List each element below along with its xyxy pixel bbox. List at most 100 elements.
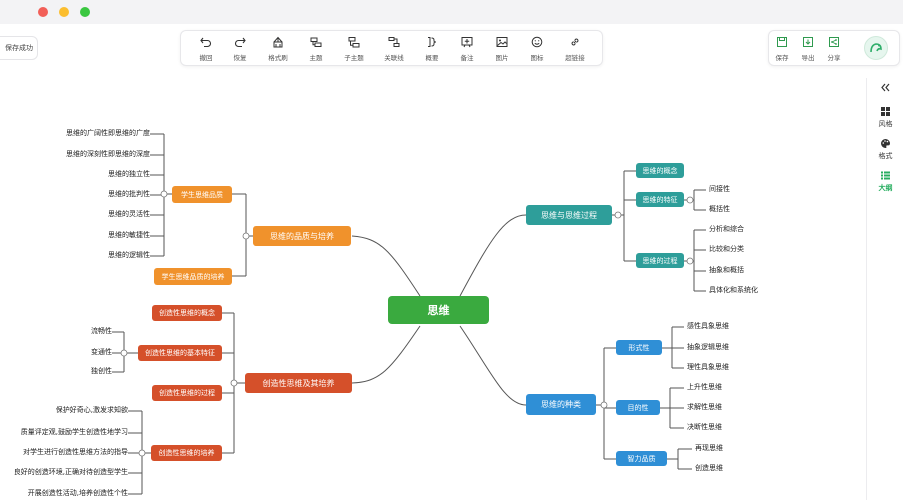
- creative-cultivation-item[interactable]: 良好的创造环境,正确对待创造型学生: [13, 468, 128, 476]
- thinking-concept-node[interactable]: 思维的概念: [636, 163, 684, 178]
- quality-trait-item[interactable]: 思维的广阔性即思维的广度: [66, 129, 150, 137]
- creative-concept-node[interactable]: 创造性思维的概念: [152, 305, 222, 321]
- type-form-node[interactable]: 形式性: [616, 340, 662, 355]
- outline-icon: [881, 171, 890, 180]
- link-button[interactable]: 超链接: [557, 31, 593, 65]
- maximize-window-button[interactable]: [80, 7, 90, 17]
- format-brush-icon: [273, 36, 283, 48]
- export-icon: [803, 37, 813, 47]
- undo-label: 撤回: [199, 54, 213, 62]
- thinking-procedure-item[interactable]: 分析和综合: [709, 225, 744, 233]
- image-icon: [496, 37, 508, 47]
- redo-button[interactable]: 恢复: [222, 31, 258, 65]
- relation-line-icon: [388, 37, 400, 47]
- quality-trait-item[interactable]: 思维的敏捷性: [108, 231, 150, 239]
- type-purpose-node[interactable]: 目的性: [616, 400, 660, 415]
- undo-button[interactable]: 撤回: [188, 31, 224, 65]
- quality-trait-item[interactable]: 思维的灵活性: [108, 210, 150, 218]
- creative-cultivation-item[interactable]: 对学生进行创造性思维方法的指导: [23, 448, 128, 456]
- subtopic-icon: [348, 37, 360, 48]
- sidepanel-item-label: 格式: [878, 152, 893, 160]
- thinking-procedure-item[interactable]: 比较和分类: [709, 245, 744, 253]
- mindmap-root-node[interactable]: 思维: [388, 296, 489, 324]
- collapse-panel-button[interactable]: [867, 82, 903, 96]
- creative-cultivation-item[interactable]: 开展创造性活动,培养创造性个性: [27, 489, 128, 497]
- quality-trait-item[interactable]: 思维的深刻性即思维的深度: [66, 150, 150, 158]
- thinking-features-node[interactable]: 思维的特征: [636, 192, 684, 207]
- subtopic-button[interactable]: 子主题: [336, 31, 372, 65]
- avatar-icon: [870, 43, 882, 53]
- thinking-feature-item[interactable]: 间接性: [709, 185, 730, 193]
- close-window-button[interactable]: [38, 7, 48, 17]
- quality-trait-item[interactable]: 思维的逻辑性: [108, 251, 150, 259]
- editor-toolbar: 撤回 恢复 格式刷 主题 子主题 关联线 概要 备注 图片 图标 超链接: [180, 30, 603, 66]
- type-intelligence-item[interactable]: 创造思维: [695, 464, 723, 472]
- type-form-item[interactable]: 抽象逻辑思维: [687, 343, 729, 351]
- relation-line-button[interactable]: 关联线: [376, 31, 412, 65]
- undo-icon: [200, 37, 211, 48]
- share-icon: [829, 37, 839, 47]
- quality-cultivation-node[interactable]: 学生思维品质的培养: [154, 268, 232, 285]
- image-button[interactable]: 图片: [484, 31, 520, 65]
- summary-label: 概要: [425, 54, 439, 62]
- export-button[interactable]: 导出: [795, 31, 821, 65]
- image-label: 图片: [495, 54, 509, 62]
- creative-cultivation-node[interactable]: 创造性思维的培养: [151, 445, 222, 461]
- sidepanel-item-label: 风格: [878, 120, 893, 128]
- thinking-procedure-item[interactable]: 具体化和系统化: [709, 286, 758, 294]
- share-label: 分享: [827, 54, 841, 62]
- topic-button[interactable]: 主题: [298, 31, 334, 65]
- type-intelligence-item[interactable]: 再现思维: [695, 444, 723, 452]
- save-button[interactable]: 保存: [769, 31, 795, 65]
- sidepanel-item-outline[interactable]: 大纲: [867, 170, 903, 198]
- thinking-procedure-item[interactable]: 抽象和概括: [709, 266, 744, 274]
- type-form-item[interactable]: 理性具象思维: [687, 363, 729, 371]
- creative-process-node[interactable]: 创造性思维的过程: [152, 385, 222, 401]
- type-form-item[interactable]: 感性具象思维: [687, 322, 729, 330]
- mindmap-canvas[interactable]: 思维 思维的品质与培养 学生思维品质 学生思维品质的培养 思维的广阔性即思维的广…: [0, 70, 866, 500]
- redo-icon: [235, 37, 246, 48]
- thinking-feature-item[interactable]: 概括性: [709, 205, 730, 213]
- user-avatar[interactable]: [864, 36, 888, 60]
- mindmap-connectors: [112, 133, 706, 495]
- student-quality-node[interactable]: 学生思维品质: [172, 186, 232, 203]
- sidepanel-item-style[interactable]: 风格: [867, 106, 903, 134]
- share-button[interactable]: 分享: [821, 31, 847, 65]
- creative-feature-item[interactable]: 流畅性: [91, 327, 112, 335]
- type-intelligence-node[interactable]: 智力品质: [616, 451, 667, 466]
- note-label: 备注: [460, 54, 474, 62]
- emoji-button[interactable]: 图标: [519, 31, 555, 65]
- link-label: 超链接: [565, 54, 585, 62]
- creative-feature-item[interactable]: 变通性: [91, 348, 112, 356]
- creative-feature-item[interactable]: 独创性: [91, 367, 112, 375]
- branch-types-node[interactable]: 思维的种类: [526, 394, 596, 415]
- type-purpose-item[interactable]: 决断性思维: [687, 423, 722, 431]
- summary-button[interactable]: 概要: [414, 31, 450, 65]
- type-purpose-item[interactable]: 上升性思维: [687, 383, 722, 391]
- branch-creative-node[interactable]: 创造性思维及其培养: [245, 373, 352, 393]
- sidepanel-item-label: 大纲: [878, 184, 893, 192]
- topic-label: 主题: [309, 54, 323, 62]
- thinking-procedure-node[interactable]: 思维的过程: [636, 253, 684, 268]
- relation-line-label: 关联线: [384, 54, 404, 62]
- save-label: 保存: [775, 54, 789, 62]
- branch-quality-node[interactable]: 思维的品质与培养: [253, 226, 351, 246]
- quality-trait-item[interactable]: 思维的独立性: [108, 170, 150, 178]
- link-icon: [571, 38, 579, 46]
- emoji-icon: [531, 36, 543, 48]
- sidepanel-item-format[interactable]: 格式: [867, 138, 903, 166]
- type-purpose-item[interactable]: 求解性思维: [687, 403, 722, 411]
- save-status-badge: 保存成功: [0, 36, 38, 60]
- minimize-window-button[interactable]: [59, 7, 69, 17]
- grid-icon: [881, 107, 890, 116]
- creative-cultivation-item[interactable]: 质量评定观,鼓励学生创造性地学习: [20, 428, 128, 436]
- format-brush-button[interactable]: 格式刷: [260, 31, 296, 65]
- format-brush-label: 格式刷: [268, 54, 288, 62]
- creative-cultivation-item[interactable]: 保护好奇心,激发求知欲: [55, 406, 128, 414]
- double-chevron-left-icon: [881, 83, 890, 92]
- quality-trait-item[interactable]: 思维的批判性: [108, 190, 150, 198]
- branch-process-node[interactable]: 思维与思维过程: [526, 205, 612, 225]
- note-button[interactable]: 备注: [449, 31, 485, 65]
- export-label: 导出: [801, 54, 815, 62]
- creative-features-node[interactable]: 创造性思维的基本特征: [138, 345, 222, 361]
